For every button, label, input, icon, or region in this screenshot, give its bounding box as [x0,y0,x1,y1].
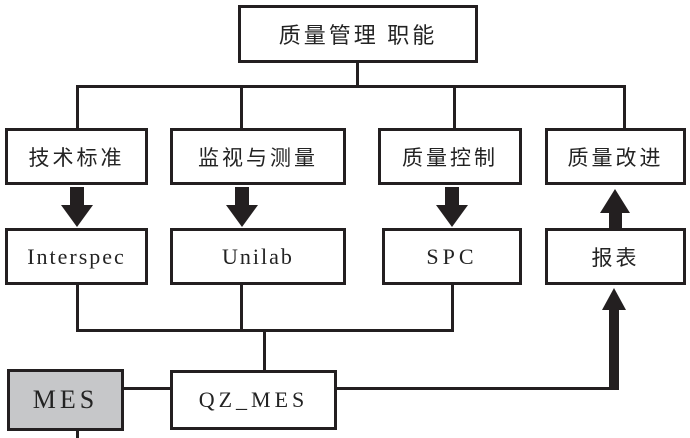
connector-mes-qzmes [124,387,170,390]
connector-bus-top [76,85,626,88]
connector-drop-quality-improve [623,85,626,128]
connector-drop-qzmes [263,329,266,370]
connector-drop-monitor-measure [240,85,243,128]
node-mes: MES [7,369,124,431]
node-quality-control: 质量控制 [378,128,522,185]
node-unilab: Unilab [170,228,346,285]
arrow-down-monitor-to-unilab-icon [226,205,258,227]
connector-spc-down [451,285,454,332]
node-qz-mes: QZ_MES [170,370,337,430]
node-monitor-measure: 监视与测量 [170,128,346,185]
connector-drop-tech-standard [76,85,79,128]
node-interspec: Interspec [5,228,148,285]
arrow-up-report-to-improve-icon [600,189,630,213]
arrow-down-monitor-to-unilab-shaft [235,187,249,207]
connector-mes-below [76,431,79,438]
arrow-up-qzmes-to-report-icon [602,288,626,310]
arrow-down-tech-to-interspec-shaft [70,187,84,207]
arrow-up-report-to-improve-shaft [609,211,622,228]
arrow-down-qc-to-spc-shaft [445,187,459,207]
node-tech-standard: 技术标准 [5,128,148,185]
node-spc: SPC [382,228,522,285]
connector-title-stem [356,63,359,86]
node-quality-improve: 质量改进 [545,128,686,185]
node-quality-management: 质量管理 职能 [238,5,478,63]
arrow-up-qzmes-to-report-shaft [609,308,619,390]
node-report: 报表 [545,228,686,285]
connector-interspec-down [76,285,79,332]
arrow-down-qc-to-spc-icon [436,205,468,227]
connector-qzmes-right [337,387,618,390]
arrow-down-tech-to-interspec-icon [61,205,93,227]
connector-drop-quality-control [453,85,456,128]
connector-unilab-down [240,285,243,332]
